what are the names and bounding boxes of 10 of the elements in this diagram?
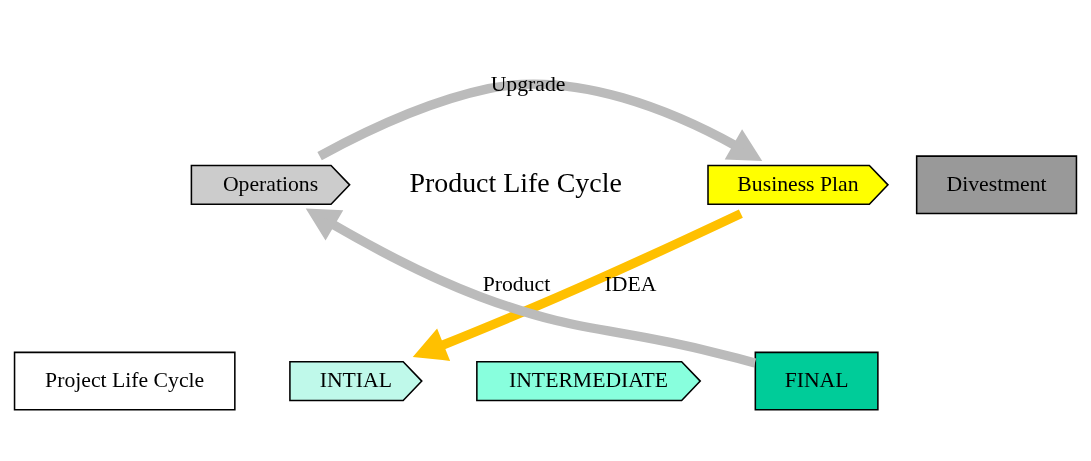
edge-label: IDEA	[604, 271, 657, 296]
arrow	[317, 79, 763, 161]
edge-label: Upgrade	[490, 71, 566, 96]
arrow	[412, 208, 743, 361]
node-box: FINAL	[754, 351, 879, 411]
node-box: Divestment	[915, 154, 1078, 214]
node-label: Product Life Cycle	[409, 166, 622, 198]
edge-label: Product	[482, 271, 551, 296]
arrow	[305, 208, 757, 367]
node-box: Project Life Cycle	[13, 351, 236, 411]
